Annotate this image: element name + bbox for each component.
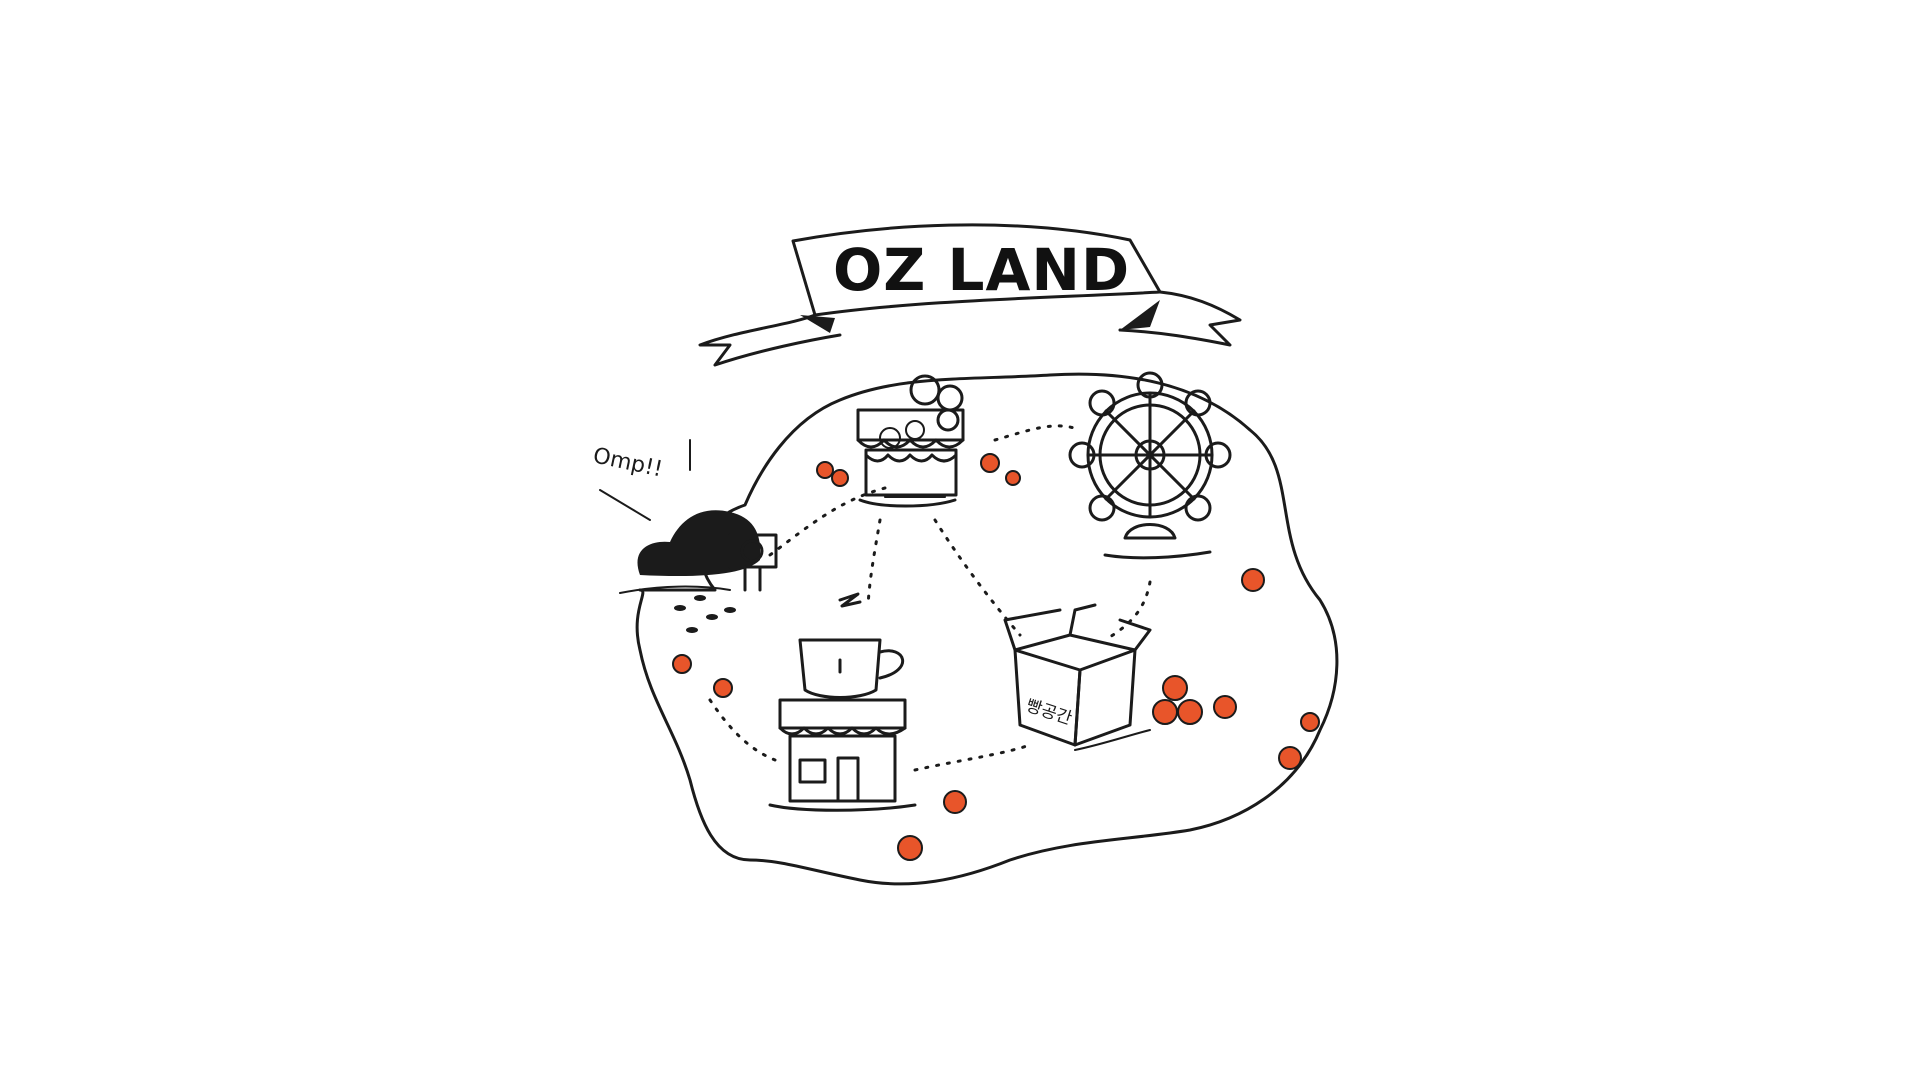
title-banner: OZ LAND (698, 223, 1242, 367)
rock-cave-icon: Omp!! (591, 439, 778, 594)
box-label: 빵공간 (1023, 696, 1074, 730)
island-outline (635, 372, 1339, 886)
coffee-shop-icon (768, 592, 917, 812)
footprints (674, 595, 736, 633)
tangerines (672, 453, 1320, 861)
trail-paths (708, 424, 1152, 772)
ferris-wheel-icon (1068, 371, 1232, 560)
map-title: OZ LAND (833, 236, 1130, 304)
cardboard-box-icon: 빵공간 (1003, 603, 1152, 751)
sound-effect-text: Omp!! (591, 443, 665, 482)
market-stall-icon (856, 374, 965, 508)
